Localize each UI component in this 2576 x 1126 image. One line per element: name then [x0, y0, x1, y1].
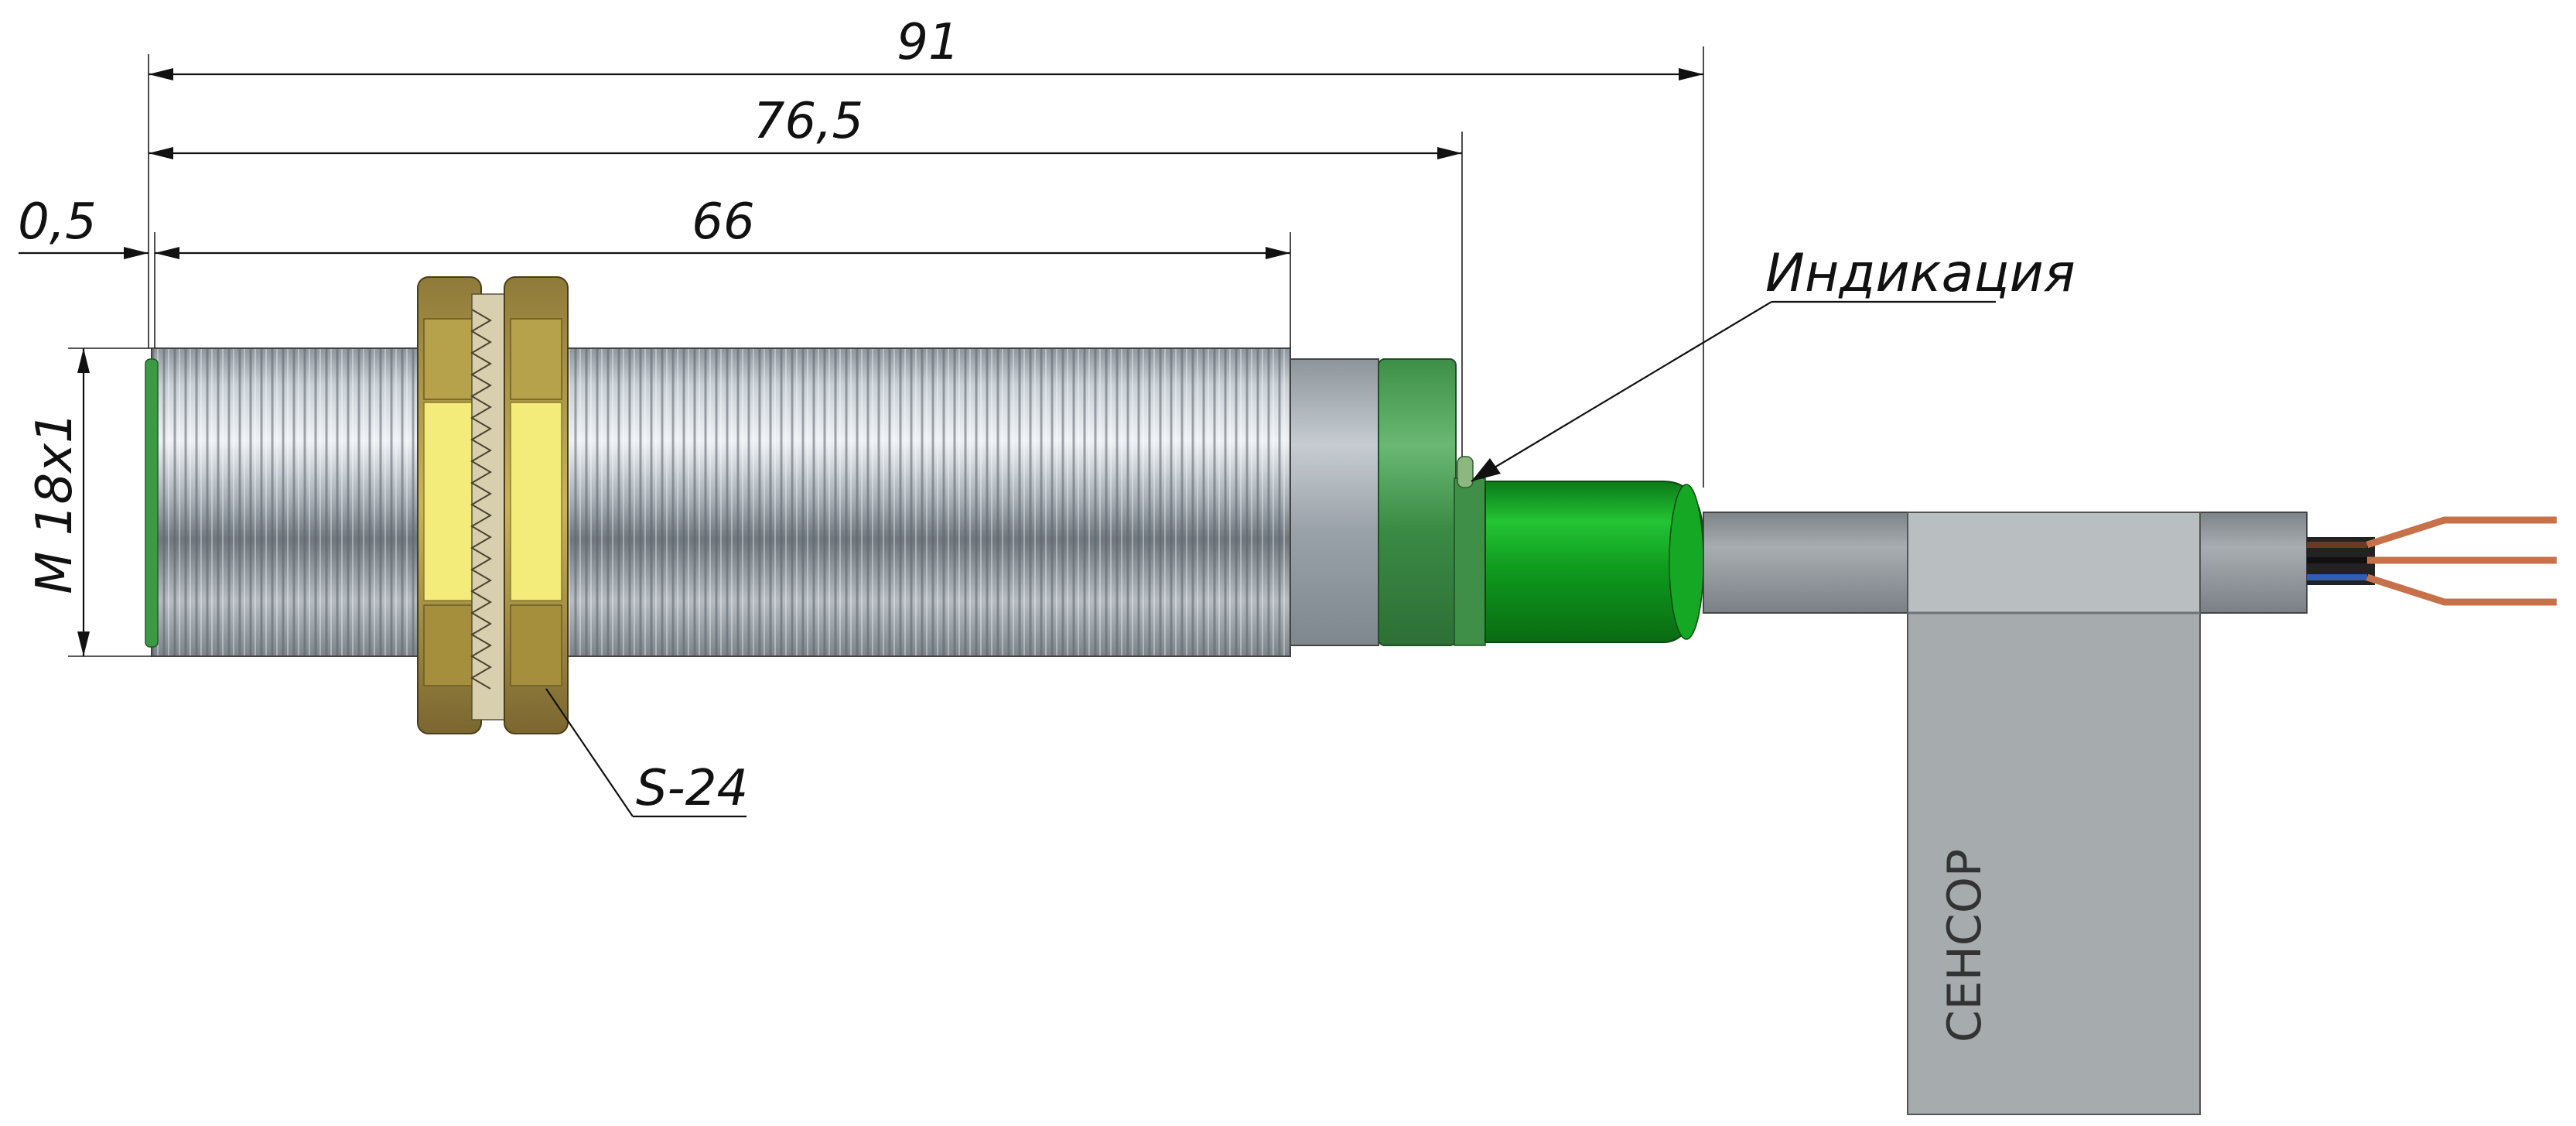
dim-overall-length: 91	[897, 14, 959, 71]
dim-front-offset: 0,5	[18, 193, 97, 251]
dim-thread-spec: M 18x1	[26, 412, 84, 594]
smooth-sleeve	[1290, 358, 1379, 646]
dimension-lines	[19, 46, 1996, 818]
brand-label: СЕНСОР	[1938, 849, 1992, 1042]
cable-label-tag	[1907, 512, 2201, 1115]
cable-wires	[2307, 516, 2557, 606]
sensing-face	[145, 358, 159, 648]
dim-thread-length: 66	[692, 193, 754, 251]
callout-nut-size: S-24	[636, 760, 748, 817]
lock-washer	[470, 293, 510, 720]
green-ring	[1378, 358, 1457, 646]
callout-indicator: Индикация	[1765, 243, 2075, 304]
indicator-led	[1457, 456, 1474, 488]
lock-nut-left	[417, 276, 482, 734]
sensor-body	[145, 276, 1705, 734]
lock-nut-right	[504, 276, 569, 734]
dim-length-to-flange: 76,5	[753, 93, 864, 150]
cable	[1703, 512, 2557, 1115]
